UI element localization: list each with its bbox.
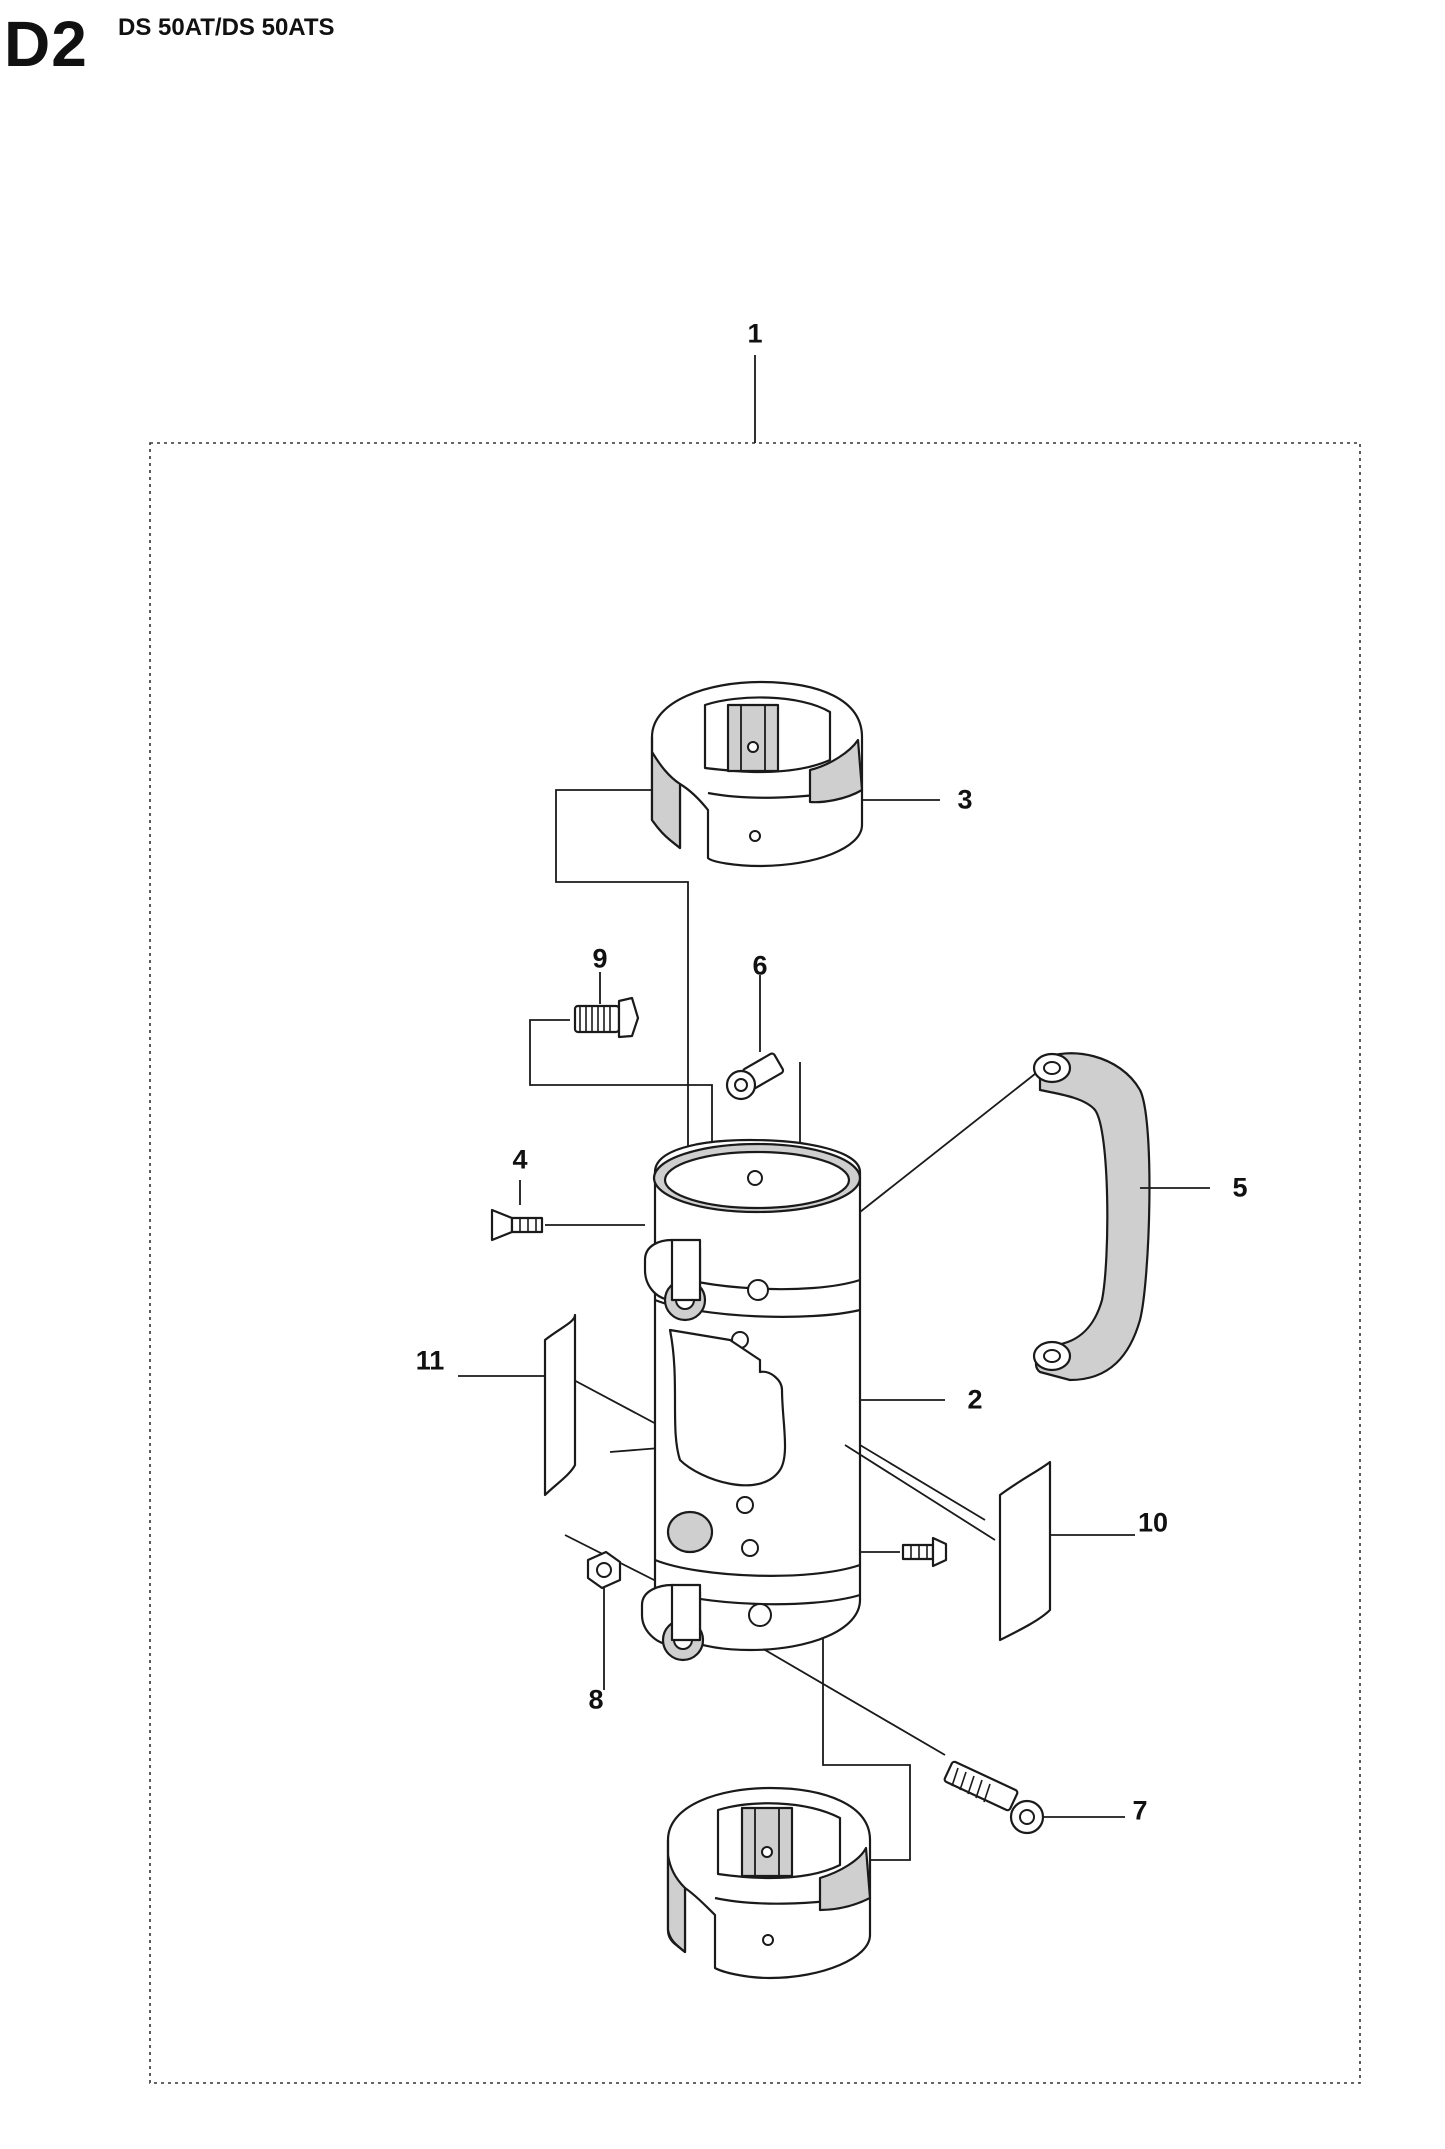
callout-10: 10: [1137, 1507, 1169, 1538]
plate-11: [458, 1313, 577, 1497]
upper-bushing: [650, 680, 940, 868]
handle: [1032, 1052, 1210, 1382]
screw-6: [725, 975, 785, 1101]
screw-9: [573, 972, 640, 1039]
callout-6: 6: [752, 950, 768, 981]
callout-9: 9: [592, 943, 608, 974]
nut-8: [586, 1550, 622, 1690]
model-title: DS 50AT/DS 50ATS: [118, 14, 335, 41]
screw-side: [901, 1536, 948, 1568]
upper-clamp-ears: [643, 1238, 707, 1322]
callout-2: 2: [967, 1384, 983, 1415]
lower-bushing: [666, 1786, 872, 1980]
section-code: D2: [4, 8, 88, 80]
screw-7: [943, 1760, 1125, 1835]
screw-4: [490, 1180, 544, 1242]
lower-clamp-ears: [640, 1583, 705, 1662]
callout-5: 5: [1232, 1172, 1248, 1203]
callout-11: 11: [415, 1345, 445, 1376]
callout-8: 8: [588, 1684, 604, 1715]
callout-1: 1: [747, 318, 763, 349]
plate-10: [998, 1460, 1135, 1642]
callout-4: 4: [512, 1144, 528, 1175]
callout-3: 3: [957, 784, 973, 815]
main-tube: [652, 1138, 996, 1652]
callout-7: 7: [1132, 1795, 1148, 1826]
